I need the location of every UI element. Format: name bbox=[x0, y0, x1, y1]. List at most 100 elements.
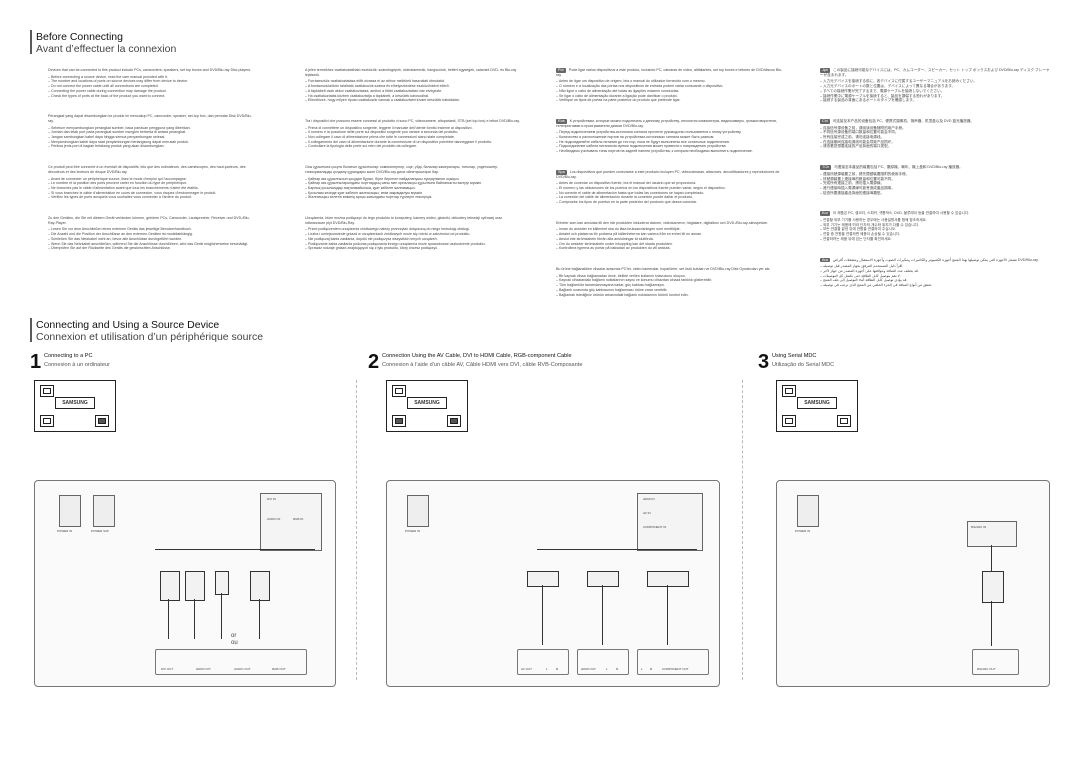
list-item: Tüm bağlantılar tamamlanmayana kadar, gü… bbox=[556, 283, 786, 288]
text-column-2: A jelen termékhez csatlakoztatható eszkö… bbox=[305, 68, 523, 308]
bullet-list: Prima di connettere un dispositivo sorge… bbox=[305, 126, 523, 150]
list-item: Ha csatlakoztatás közben csatlakoztatja … bbox=[305, 94, 523, 99]
port-thumb bbox=[447, 415, 461, 427]
list-item: Қосылым кезінде қуат кабелін жалғасаңыз,… bbox=[305, 191, 523, 196]
port-label: POWER IN bbox=[795, 529, 811, 533]
brand-logo: SAMSUNG bbox=[797, 397, 837, 409]
cable bbox=[667, 585, 668, 645]
step-subtitle: Connexion à l’aide d’un câble AV, Câble … bbox=[382, 362, 583, 368]
port-label: AV IN bbox=[643, 511, 651, 515]
bullet-list: 连接信号源设备之前，请阅读设备随附的用户手册。不同信号源设备的端口数量和位置可能… bbox=[820, 126, 1052, 150]
cable bbox=[991, 601, 992, 646]
paragraph: Devices that can be connected to this pr… bbox=[48, 68, 256, 73]
list-item: Перед подключением устройства-источника … bbox=[556, 130, 786, 135]
port-label: POWER S/W bbox=[91, 529, 109, 533]
step-title: Connecting to a PC bbox=[44, 353, 93, 359]
list-item: 연결하려는 제품 뒤에 있는 단자를 확인하세요. bbox=[820, 237, 1052, 242]
paragraph: Urządzenia, które można podłączyć do teg… bbox=[305, 216, 523, 225]
port-thumb bbox=[782, 385, 796, 397]
mdc-device: RS232C OUT bbox=[972, 649, 1019, 675]
paragraph-text: Bu ürüne bağlanabilen cihazlar arasında … bbox=[556, 266, 771, 271]
list-item: Lesen Sie vor dem Anschließen eines exte… bbox=[48, 227, 256, 232]
list-item: 연결할 외부 기기를 사용하는 경우에는 사용설명서를 함께 참조하세요. bbox=[820, 218, 1052, 223]
list-item: Compruebe los tipos de puertos en la par… bbox=[556, 200, 786, 205]
cable bbox=[991, 545, 992, 571]
list-item: 入力元デバイスを接続する前に、各デバイスに付属するユーザーマニュアルをお読みくだ… bbox=[820, 79, 1052, 84]
list-item: Қайнар көз құрылғысын қосудан бұрын, бір… bbox=[305, 177, 523, 182]
list-item: 连接信号源设备之前，请阅读设备随附的用户手册。 bbox=[820, 126, 1052, 131]
tv-back-illustration: SAMSUNG bbox=[34, 380, 116, 432]
device-port-label: DVI OUT bbox=[161, 667, 174, 671]
list-item: 完成所有連接之前，請勿插入電源線。 bbox=[820, 181, 1052, 186]
port-label: DVI IN bbox=[267, 497, 276, 501]
av-plug bbox=[527, 571, 559, 587]
list-item: Die Anzahl und die Position der Anschlüs… bbox=[48, 232, 256, 237]
list-item: 連接訊號源裝置之前，請先閱讀裝置隨附的使用手冊。 bbox=[820, 172, 1052, 177]
list-item: La conexión del cable de alimentación du… bbox=[556, 195, 786, 200]
port-thumb bbox=[95, 415, 109, 427]
device-port-label: R bbox=[556, 667, 559, 671]
device-port-label: AUDIO OUT bbox=[234, 667, 251, 671]
list-item: The number and locations of ports on sou… bbox=[48, 79, 256, 84]
bullet-list: Sebelum menyambungkan perangkat sumber, … bbox=[48, 126, 256, 150]
list-item: Jumlah dan letak port pada perangkat sum… bbox=[48, 130, 256, 135]
section-bar bbox=[30, 318, 32, 342]
language-tag: Kor bbox=[820, 211, 830, 217]
list-item: Antes de ligar um dispositivo de origem,… bbox=[556, 79, 786, 84]
list-item: Nie podłączaj kabla zasilania, dopóki ni… bbox=[305, 237, 523, 242]
device-port-label: L bbox=[546, 667, 548, 671]
hdmi-plug bbox=[587, 571, 619, 587]
list-item: Periksa jenis port di bagian belakang pr… bbox=[48, 144, 256, 149]
device-port-label: AV OUT bbox=[521, 667, 532, 671]
step-title: Using Serial MDC bbox=[772, 353, 817, 359]
bullet-list: Перед подключением устройства-источника … bbox=[556, 130, 786, 154]
power-port bbox=[59, 495, 81, 527]
bullet-list: Antes de ligar um dispositivo de origem,… bbox=[556, 79, 786, 103]
list-item: 入力元デバイスのポートの数と位置は、デバイスによって異なる場合があります。 bbox=[820, 84, 1052, 89]
bullet-list: 연결할 외부 기기를 사용하는 경우에는 사용설명서를 함께 참조하세요.외부 … bbox=[820, 218, 1052, 242]
list-item: قد يختلف عدد المنافذ ومواقعها على أجهزة … bbox=[820, 269, 1052, 274]
list-item: No conecte el cable de alimentación hast… bbox=[556, 191, 786, 196]
list-item: Antalet och platserna för portarna på kä… bbox=[556, 232, 786, 237]
component-plug bbox=[647, 571, 689, 587]
bullet-list: Қайнар көз құрылғысын қосудан бұрын, бір… bbox=[305, 177, 523, 201]
power-switch bbox=[93, 495, 115, 527]
paragraph: Enheter som kan anslutas till den här pr… bbox=[556, 221, 786, 226]
cable bbox=[542, 585, 543, 645]
list-item: Prima di connettere un dispositivo sorge… bbox=[305, 126, 523, 131]
port-label: AUDIO IN bbox=[267, 517, 281, 521]
list-item: Sprawdź rodzaje gniazd znajdujących się … bbox=[305, 246, 523, 251]
list-item: Необходимо учитывать типы портов на задн… bbox=[556, 149, 786, 154]
list-item: قد يؤدي توصيل كابل الطاقة أثناء التوصيل … bbox=[820, 278, 1052, 283]
bullet-list: Before connecting a source device, read … bbox=[48, 75, 256, 99]
list-item: すべての接続作業が完了するまで、電源ケーブルを接続しないでください。 bbox=[820, 89, 1052, 94]
list-item: Connecting the power cable during connec… bbox=[48, 89, 256, 94]
list-item: Check the types of ports at the back of … bbox=[48, 94, 256, 99]
paragraph-text: Tra i dispositivi che possono essere con… bbox=[305, 118, 520, 123]
port-label: POWER IN bbox=[405, 529, 421, 533]
bullet-list: Antes de conectar un dispositivo fuente,… bbox=[556, 181, 786, 205]
step-number: 1 bbox=[30, 351, 42, 373]
hdmi-device: HDMI OUT L R bbox=[577, 649, 629, 675]
paragraph-text: 이 제품은 PC, 캠코더, 스피커, 셋톱박스, DVD, 블루레이 등을 연… bbox=[832, 211, 970, 216]
connection-panel: POWER IN HDMI IN AV IN COMPONENT IN AV O… bbox=[386, 480, 720, 687]
device-port-label: L bbox=[606, 667, 608, 671]
list-item: A tápkábelt csak akkor csatlakoztassa, a… bbox=[305, 89, 523, 94]
paragraph: Осы құрылғыға қосуға болатын құрылғылар:… bbox=[305, 165, 523, 174]
cable bbox=[537, 549, 697, 550]
step-number: 3 bbox=[758, 351, 770, 373]
language-tag: TCh bbox=[820, 165, 832, 170]
port-thumb bbox=[392, 385, 406, 397]
list-item: Liczba i umiejscowienie gniazd w urządze… bbox=[305, 232, 523, 237]
rs232-port-block bbox=[967, 521, 1017, 547]
device-port-label: R bbox=[650, 667, 653, 671]
list-item: Om du ansluter strömkabeln under inkoppl… bbox=[556, 242, 786, 247]
language-tag: Rus bbox=[556, 118, 567, 124]
input-ports-block bbox=[260, 493, 322, 551]
paragraph-text: Pode ligar vários dispositivos a este pr… bbox=[556, 68, 783, 77]
list-item: Menyambungkan kabel daya saat penyambung… bbox=[48, 140, 256, 145]
